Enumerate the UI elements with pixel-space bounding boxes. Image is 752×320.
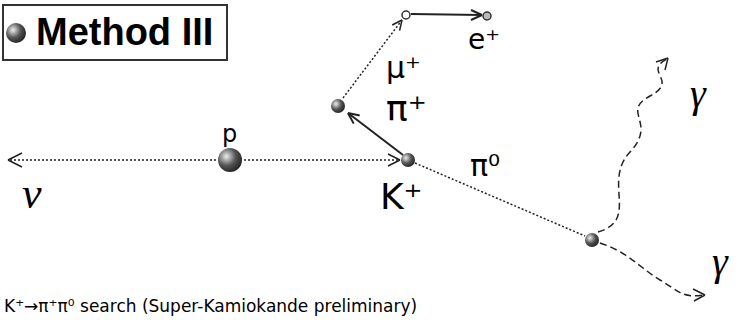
neutrino-track [8,153,216,167]
gamma-tracks [598,58,705,301]
particle-label: K⁺ [380,176,423,217]
figure-caption: K⁺→π⁺π⁰ search (Super-Kamiokande prelimi… [4,296,417,316]
pion-zero-decay-vertex [585,233,599,247]
positron-end [483,12,491,20]
particle-label: e⁺ [468,23,500,56]
particle-label: γ [690,70,706,117]
bullet-dot [6,23,26,43]
particle-label: ν [22,168,42,219]
positron-track [411,10,482,20]
particle-label: μ⁺ [386,50,421,85]
particle-label: p [222,120,237,148]
kaon-decay-vertex [401,153,415,167]
heading-box: Method III [2,4,228,61]
particle-label: π⁺ [386,88,427,129]
pion-decay-vertex [331,99,345,113]
kaon-track [244,154,400,166]
muon-decay-vertex [402,11,410,19]
proton-dot [218,148,242,172]
heading-text: Method III [36,11,216,54]
particle-label: π⁰ [470,148,500,183]
particle-label: γ [712,238,728,285]
